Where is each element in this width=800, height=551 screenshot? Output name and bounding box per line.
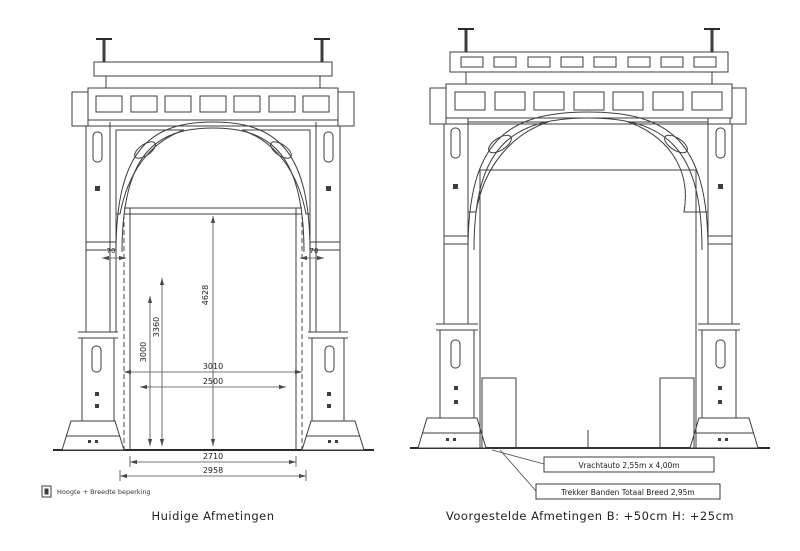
left-dimensions: 4628 3000 3360 3010 2500 2710 2958 [102,216,324,481]
right-callouts: Vrachtauto 2,55m x 4,00m Trekker Banden … [491,449,721,500]
callout-tires-label: Trekker Banden Totaal Breed 2,95m [560,488,694,497]
callout-truck-label: Vrachtauto 2,55m x 4,00m [578,461,679,470]
dim-offset-left: 70 [107,247,116,255]
dim-width-bottom-a: 2710 [203,452,223,461]
dim-height-a: 3000 [139,342,148,362]
callout-box-truck [543,456,715,473]
right-structure-base-right [689,417,759,449]
left-structure-top-rail [93,61,333,88]
right-drawing-caption: Voorgestelde Afmetingen B: +50cm H: +25c… [446,509,734,523]
dim-height-b: 3360 [152,317,161,337]
right-structure-spandrel-right [627,121,709,213]
right-structure-base-left [417,417,487,449]
leader-truck [491,449,545,465]
left-structure-base-right [301,420,365,451]
right-structure-spandrel-left [467,121,549,213]
dim-total-height: 4628 [201,285,210,305]
leader-tires [499,449,537,492]
right-structure-post-left [458,28,474,52]
left-structure-entablature [84,87,342,127]
right-structure-post-right [704,28,720,52]
left-structure-spandrel-right [241,129,311,215]
right-structure-arch [467,111,709,251]
right-arch-structure: Vrachtauto 2,55m x 4,00m Trekker Banden … [410,28,770,500]
left-structure-post-right [314,38,330,62]
left-structure-spandrel-left [115,129,185,215]
dim-width-bottom-b: 2958 [203,466,223,475]
legend: Hoogte + Breedte beperking [41,485,151,498]
dim-width-inner: 2500 [203,377,223,386]
left-structure-base-left [61,420,125,451]
left-clearance-profile [123,207,303,450]
callout-box-tires [535,483,721,500]
left-structure-post-left [96,38,112,62]
left-structure-arch [115,121,311,253]
truck-profile [479,169,697,449]
truck-tires [481,377,695,449]
right-structure-top-rail [449,51,729,84]
right-structure-column-left [429,87,478,419]
legend-label: Hoogte + Breedte beperking [57,488,151,496]
left-arch-structure: 4628 3000 3360 3010 2500 2710 2958 [53,38,374,481]
left-structure-column-left [71,91,118,422]
dim-width-top: 3010 [203,362,223,371]
restriction-sign-icon [41,485,52,498]
dim-offset-right: 70 [310,247,319,255]
left-structure-column-right [308,91,355,422]
left-drawing-caption: Huidige Afmetingen [151,509,274,523]
right-structure-column-right [698,87,747,419]
